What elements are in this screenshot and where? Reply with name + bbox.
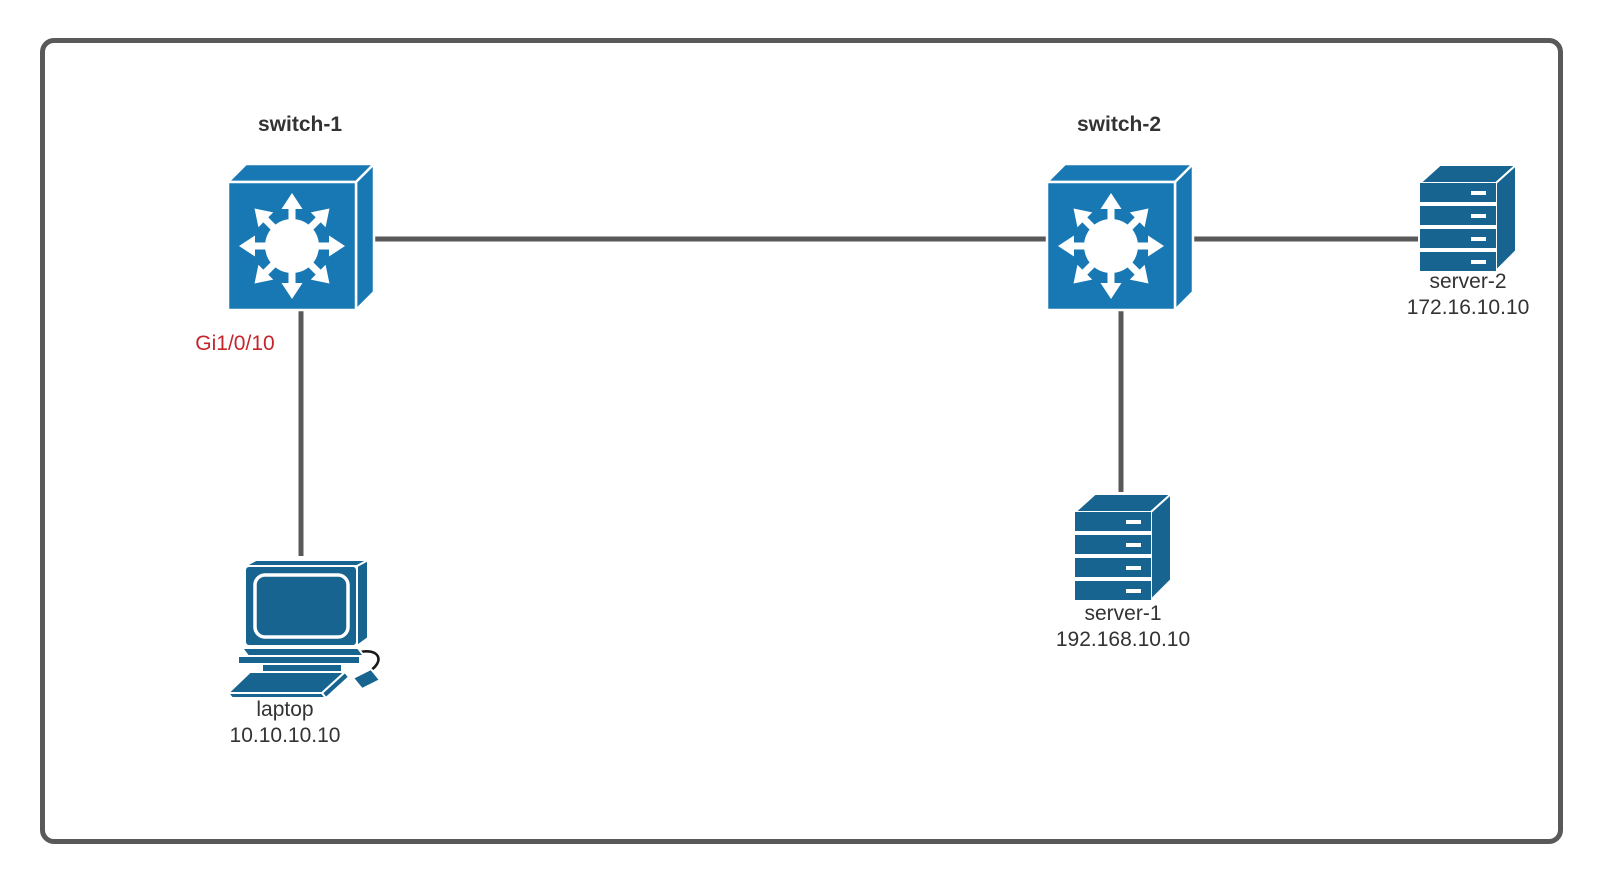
server-icon	[1073, 492, 1173, 602]
server2-labels: server-2 172.16.10.10	[1318, 269, 1600, 321]
switch-icon	[1045, 162, 1195, 312]
server-icon	[1418, 163, 1518, 273]
diagram-border	[40, 38, 1563, 844]
switch1-label: switch-1	[257, 113, 343, 136]
laptop-label: laptop	[256, 698, 314, 721]
server2-ip: 172.16.10.10	[1406, 296, 1530, 319]
switch2-label: switch-2	[1076, 113, 1162, 136]
switch-icon	[226, 162, 376, 312]
server2-label: server-2	[1429, 270, 1507, 293]
port-label-gi1-0-10: Gi1/0/10	[195, 332, 275, 355]
laptop-labels: laptop 10.10.10.10	[135, 697, 435, 749]
server1-label: server-1	[1084, 602, 1162, 625]
server1-labels: server-1 192.168.10.10	[973, 601, 1273, 653]
laptop-ip: 10.10.10.10	[229, 724, 341, 747]
workstation-icon	[222, 556, 382, 701]
server1-ip: 192.168.10.10	[1055, 628, 1191, 651]
